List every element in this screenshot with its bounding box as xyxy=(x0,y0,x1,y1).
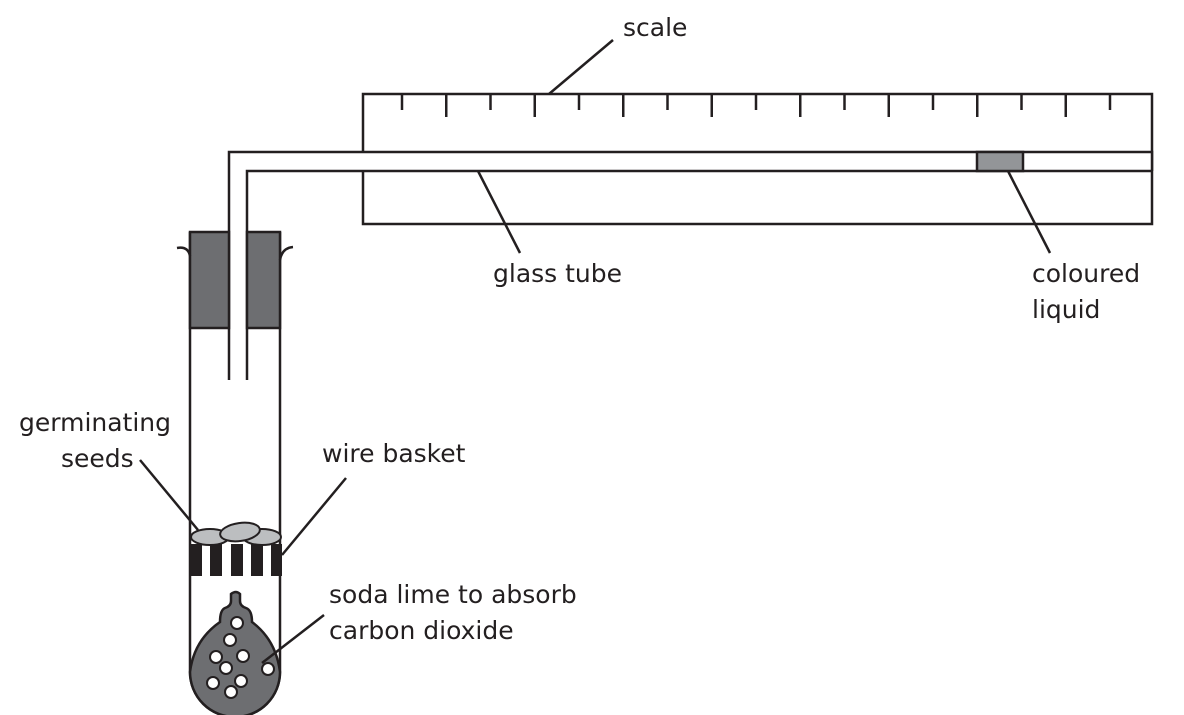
granule xyxy=(230,616,244,630)
label-germinating-seeds-1: germinating xyxy=(19,408,171,437)
glass-tube-leader xyxy=(476,170,522,254)
granule xyxy=(209,650,223,664)
label-glass-tube: glass tube xyxy=(493,259,622,288)
granule xyxy=(223,633,237,647)
granule xyxy=(261,662,275,676)
scale-ticks xyxy=(400,94,1112,117)
wire-basket-leader xyxy=(281,477,347,556)
label-germinating-seeds-2: seeds xyxy=(61,444,134,473)
granule xyxy=(206,676,220,690)
wire-basket xyxy=(190,544,282,576)
label-soda-lime-1: soda lime to absorb xyxy=(329,580,577,609)
label-wire-basket: wire basket xyxy=(322,439,466,468)
seeds-leader xyxy=(139,459,199,531)
granule xyxy=(234,674,248,688)
soda-lime xyxy=(188,590,282,715)
label-scale: scale xyxy=(623,13,687,42)
label-coloured-liquid-2: liquid xyxy=(1032,295,1100,324)
soda-lime-leader xyxy=(261,614,325,664)
granule xyxy=(236,649,250,663)
soda-lime-granules xyxy=(206,616,275,699)
label-coloured-liquid-1: coloured xyxy=(1032,259,1140,288)
glass-tube xyxy=(227,150,1154,380)
label-soda-lime-2: carbon dioxide xyxy=(329,616,514,645)
scale-leader xyxy=(548,39,614,95)
rubber-stopper xyxy=(176,230,294,330)
granule xyxy=(219,661,233,675)
granule xyxy=(224,685,238,699)
coloured-liquid-leader xyxy=(1006,170,1052,254)
germinating-seeds xyxy=(190,521,282,546)
coloured-liquid xyxy=(975,150,1025,173)
